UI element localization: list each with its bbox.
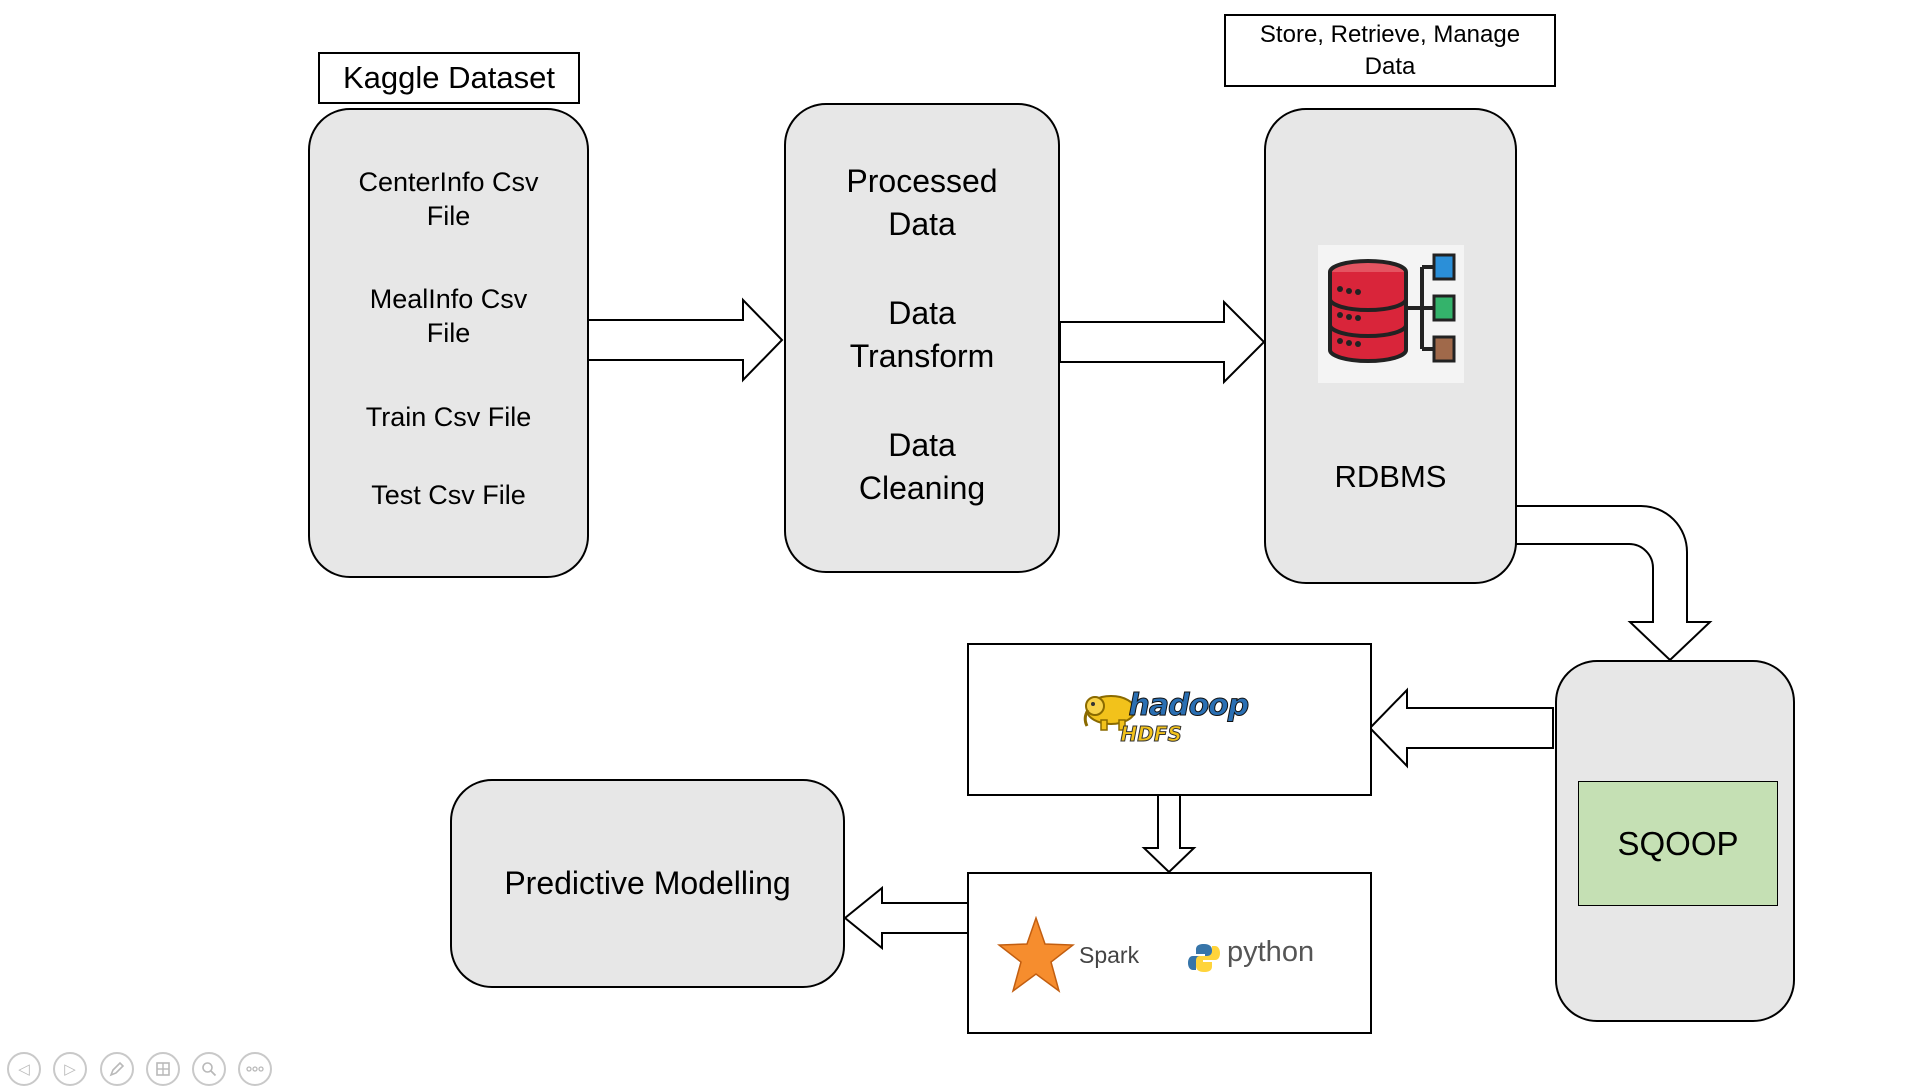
predictive-modelling-label: Predictive Modelling xyxy=(504,865,791,901)
arrow-processing-to-rdbms xyxy=(1059,299,1266,385)
zoom-icon xyxy=(202,1062,217,1077)
arrow-hdfs-to-tools xyxy=(1141,794,1197,874)
hdfs-wordmark: HDFS xyxy=(1120,721,1182,746)
prev-slide-button[interactable]: ◁ xyxy=(7,1052,41,1086)
processing-box xyxy=(784,103,1060,573)
arrow-kaggle-to-processing xyxy=(587,297,784,383)
hadoop-elephant-icon xyxy=(1083,694,1136,731)
arrow-rdbms-to-sqoop xyxy=(1511,505,1713,662)
next-icon: ▷ xyxy=(64,1060,76,1078)
spark-star-icon xyxy=(997,916,1075,993)
see-all-slides-button[interactable] xyxy=(146,1052,180,1086)
kaggle-dataset-label: Kaggle Dataset xyxy=(343,60,555,95)
predictive-modelling-box: Predictive Modelling xyxy=(450,779,845,988)
rdbms-caption-line2: Data xyxy=(1364,52,1416,80)
python-logo-icon xyxy=(1188,944,1220,972)
file-test: Test Csv File xyxy=(371,480,526,510)
zoom-button[interactable] xyxy=(192,1052,226,1086)
pen-tool-button[interactable] xyxy=(100,1052,134,1086)
prev-icon: ◁ xyxy=(18,1060,30,1078)
slides-icon xyxy=(156,1062,170,1076)
database-icon xyxy=(1318,245,1464,383)
rdbms-caption-line1: Store, Retrieve, Manage xyxy=(1259,21,1521,49)
python-label: python xyxy=(1227,936,1315,968)
file-train: Train Csv File xyxy=(365,402,532,432)
next-slide-button[interactable]: ▷ xyxy=(53,1052,87,1086)
rdbms-caption-box: Store, Retrieve, Manage Data xyxy=(1224,14,1556,87)
spark-label: Spark xyxy=(1079,942,1140,968)
arrow-sqoop-to-hdfs xyxy=(1368,687,1554,769)
kaggle-dataset-box xyxy=(308,108,589,578)
more-options-button[interactable] xyxy=(238,1052,272,1086)
more-icon xyxy=(246,1066,264,1072)
hdfs-box: hadoop HDFS xyxy=(967,643,1372,796)
hadoop-hdfs-logo: hadoop HDFS xyxy=(1081,687,1259,752)
sqoop-label: SQOOP xyxy=(1617,824,1739,862)
kaggle-dataset-label-box: Kaggle Dataset xyxy=(318,52,580,104)
pen-icon xyxy=(109,1061,125,1077)
arrow-tools-to-predictive xyxy=(843,885,969,951)
tools-box: Spark python xyxy=(967,872,1372,1034)
rdbms-label: RDBMS xyxy=(1334,459,1447,494)
sqoop-label-box: SQOOP xyxy=(1578,781,1778,906)
hadoop-wordmark: hadoop xyxy=(1128,687,1250,723)
